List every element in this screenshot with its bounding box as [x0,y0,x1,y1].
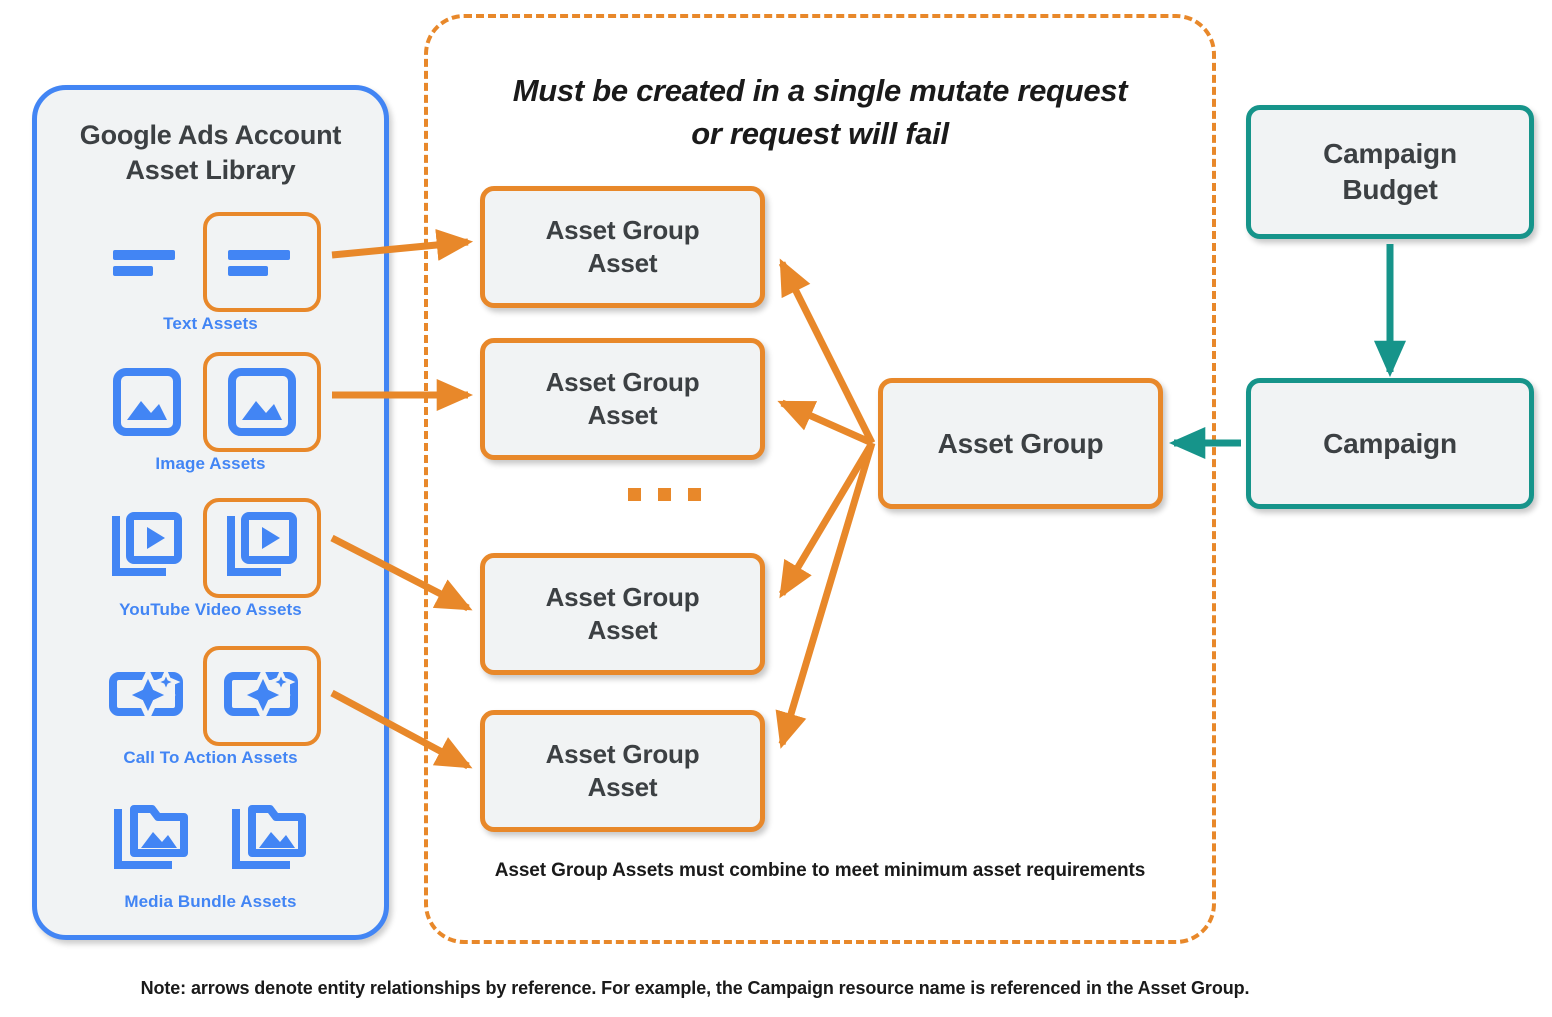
aga-3-line2: Asset [587,615,658,645]
video-assets-highlight-box [202,498,321,598]
mutate-heading-line1: Must be created in a single mutate reque… [512,73,1128,108]
aga-3-line1: Asset Group [545,581,700,612]
mutate-request-heading: Must be created in a single mutate reque… [428,70,1212,156]
ellipsis-dot-2 [658,488,671,501]
campaign-budget-node[interactable]: Campaign Budget [1246,105,1534,239]
cta-assets-highlight-box [202,646,321,746]
asset-caption-media-bundle: Media Bundle Assets [124,892,297,911]
text-lines-icon [101,216,193,308]
asset-group-asset-label-2: Asset Group Asset [546,366,700,433]
campaign-budget-label: Campaign Budget [1323,136,1457,208]
text-assets-highlight-box [202,212,321,312]
campaign-budget-line1: Campaign [1323,138,1457,170]
asset-group-asset-label-4: Asset Group Asset [546,738,700,805]
aga-4-line1: Asset Group [545,738,700,769]
aga-1-line2: Asset [587,248,658,278]
asset-group-asset-node-2[interactable]: Asset Group Asset [480,338,765,460]
aga-2-line1: Asset Group [545,366,700,397]
ellipsis-dot-3 [688,488,701,501]
diagram-note: Note: arrows denote entity relationships… [140,978,1250,998]
asset-group-asset-label-1: Asset Group Asset [546,214,700,281]
asset-library-panel: Google Ads Account Asset Library [32,85,389,940]
campaign-node[interactable]: Campaign [1246,378,1534,509]
asset-group-asset-label-3: Asset Group Asset [546,581,700,648]
video-stack-icon [101,502,193,594]
asset-group-asset-node-3[interactable]: Asset Group Asset [480,553,765,675]
media-bundle-icon-2 [224,794,316,886]
asset-library-title: Google Ads Account Asset Library [37,118,384,187]
asset-group-label: Asset Group [937,427,1104,459]
asset-caption-cta: Call To Action Assets [123,748,298,767]
campaign-label: Campaign [1323,427,1457,459]
asset-caption-video: YouTube Video Assets [119,600,302,619]
asset-library-title-line1: Google Ads Account [79,120,342,150]
asset-row-image: Image Assets [37,352,384,492]
asset-row-cta: Call To Action Assets [37,646,384,786]
asset-group-asset-node-1[interactable]: Asset Group Asset [480,186,765,308]
aga-2-line2: Asset [587,400,658,430]
aga-1-line1: Asset Group [545,214,700,245]
ellipsis-dot-1 [628,488,641,501]
mutate-footnote: Asset Group Assets must combine to meet … [494,860,1146,881]
media-bundle-icon [106,794,198,886]
campaign-budget-line2: Budget [1342,174,1438,205]
ellipsis-indicator [628,488,701,501]
image-assets-highlight-box [202,352,321,452]
asset-caption-text: Text Assets [163,314,258,333]
asset-row-video: YouTube Video Assets [37,498,384,638]
asset-row-text: Text Assets [37,212,384,352]
aga-4-line2: Asset [587,772,658,802]
image-icon [101,356,193,448]
cta-sparkle-icon [101,650,193,742]
asset-row-media-bundle: Media Bundle Assets [37,790,384,930]
asset-group-node[interactable]: Asset Group [878,378,1163,509]
asset-library-title-line2: Asset Library [125,154,296,185]
asset-group-asset-node-4[interactable]: Asset Group Asset [480,710,765,832]
asset-caption-image: Image Assets [155,454,266,473]
mutate-heading-line2: or request will fail [691,115,949,151]
